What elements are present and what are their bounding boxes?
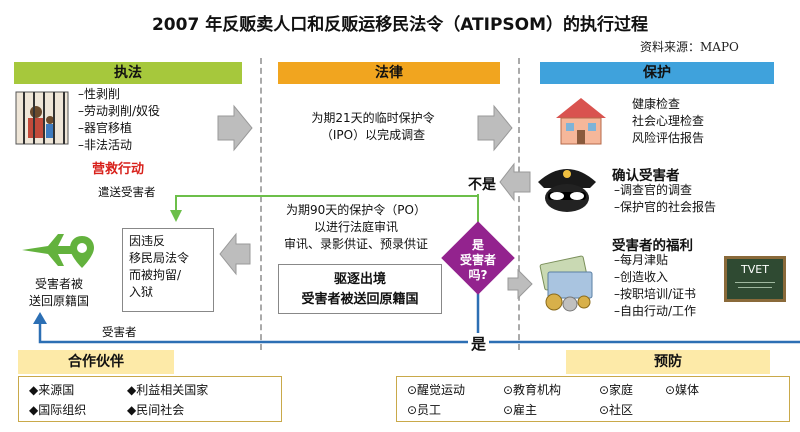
- enforcement-item: –劳动剥削/奴役: [78, 104, 161, 118]
- money-icon: [538, 254, 600, 318]
- yes-label: 是: [468, 333, 490, 354]
- victim-return-line: [38, 284, 480, 344]
- divider-left: [260, 58, 262, 350]
- ipo-line: 为期21天的临时保护令: [311, 111, 435, 125]
- decision-text: 是 受害者 吗?: [448, 238, 508, 283]
- prevention-row: ⊙醒觉运动 ⊙教育机构 ⊙家庭 ⊙媒体: [407, 381, 779, 398]
- partner-item: ◆来源国: [29, 383, 75, 397]
- deport-box: 驱逐出境 受害者被送回原籍国: [278, 264, 442, 314]
- violation-line: 因违反: [129, 234, 166, 248]
- violation-line: 而被拘留/: [129, 268, 182, 282]
- protection-item: 社会心理检查: [632, 114, 705, 128]
- enforcement-list: –性剥削 –劳动剥削/奴役 –器官移植 –非法活动: [78, 86, 160, 154]
- victim-home-line: 受害者被: [34, 277, 83, 291]
- decision-line: 受害者: [459, 253, 496, 267]
- partner-item: ◆国际组织: [29, 403, 87, 417]
- prevention-item: ⊙教育机构: [503, 383, 562, 397]
- deport-line: 驱逐出境: [333, 272, 386, 287]
- protection-list: 健康检查 社会心理检查 风险评估报告: [632, 96, 704, 147]
- partner-item: ◆利益相关国家: [127, 383, 209, 397]
- header-law: 法律: [278, 62, 500, 84]
- divider-right: [518, 58, 520, 350]
- confirm-item: –调查官的调查: [614, 183, 693, 197]
- no-label: 不是: [466, 174, 498, 194]
- ipo-text: 为期21天的临时保护令 （IPO）以完成调查: [278, 110, 468, 144]
- violation-line: 移民局法令: [129, 251, 190, 265]
- header-enforcement: 执法: [14, 62, 242, 84]
- po-text: 为期90天的保护令（PO） 以进行法庭审讯 审讯、录影供证、预录供证: [258, 202, 454, 253]
- house-icon: [552, 96, 610, 150]
- welfare-list: –每月津贴 –创造收入 –按职培训/证书 –自由行动/工作: [614, 252, 696, 320]
- welfare-item: –创造收入: [614, 270, 669, 284]
- decision-line: 是: [471, 238, 484, 252]
- source-credit: 资料来源：MAPO: [640, 40, 739, 54]
- tvet-board: TVET: [724, 256, 786, 302]
- arrow-left-nope: [499, 162, 531, 202]
- enforcement-item: –性剥削: [78, 87, 121, 101]
- po-line: 以进行法庭审讯: [313, 220, 398, 234]
- prevention-item: ⊙媒体: [665, 383, 700, 397]
- enforcement-item: –非法活动: [78, 138, 133, 152]
- prevention-row: ⊙员工 ⊙雇主 ⊙社区: [407, 401, 779, 418]
- prevention-item: ⊙醒觉运动: [407, 383, 466, 397]
- victim-return-arrowhead: [33, 312, 47, 324]
- police-icon: [532, 160, 602, 218]
- po-line: 审讯、录影供证、预录供证: [283, 237, 428, 251]
- arrow-right-1: [217, 104, 253, 152]
- victim-home-line: 送回原籍国: [28, 294, 89, 308]
- welfare-title: 受害者的福利: [612, 238, 693, 254]
- repatriate-arrowhead: [170, 210, 182, 222]
- prevention-box: ⊙醒觉运动 ⊙教育机构 ⊙家庭 ⊙媒体 ⊙员工 ⊙雇主 ⊙社区: [396, 376, 790, 422]
- tvet-underline: [738, 287, 772, 288]
- prevention-item: ⊙雇主: [503, 403, 538, 417]
- protection-item: 风险评估报告: [632, 131, 705, 145]
- confirm-item: –保护官的社会报告: [614, 200, 717, 214]
- prevention-item: ⊙员工: [407, 403, 442, 417]
- airplane-icon: [18, 230, 98, 274]
- partners-row: ◆国际组织 ◆民间社会: [29, 401, 271, 418]
- victim-home-text: 受害者被 送回原籍国: [4, 276, 114, 310]
- ipo-line: （IPO）以完成调查: [320, 128, 426, 142]
- victim-label: 受害者: [102, 325, 137, 339]
- enforcement-item: –器官移植: [78, 121, 133, 135]
- prevention-item: ⊙家庭: [599, 383, 634, 397]
- tvet-label: TVET: [741, 263, 769, 276]
- location-pin-icon: [62, 232, 102, 276]
- po-line: 为期90天的保护令（PO）: [286, 203, 426, 217]
- tvet-underline: [735, 282, 775, 283]
- welfare-item: –自由行动/工作: [614, 304, 697, 318]
- prevention-item: ⊙社区: [599, 403, 634, 417]
- repatriate-label: 遣送受害者: [98, 185, 156, 199]
- violation-line: 入狱: [129, 285, 154, 299]
- confirm-title: 确认受害者: [612, 168, 680, 184]
- arrow-right-2: [477, 104, 513, 152]
- header-protection: 保护: [540, 62, 774, 84]
- deport-line: 受害者被送回原籍国: [301, 292, 419, 307]
- prison-icon: [14, 90, 70, 146]
- confirm-list: –调查官的调查 –保护官的社会报告: [614, 182, 716, 216]
- partners-box: ◆来源国 ◆利益相关国家 ◆国际组织 ◆民间社会: [18, 376, 282, 422]
- violation-box: 因违反 移民局法令 而被拘留/ 入狱: [122, 228, 214, 312]
- welfare-item: –每月津贴: [614, 253, 669, 267]
- welfare-item: –按职培训/证书: [614, 287, 697, 301]
- partners-row: ◆来源国 ◆利益相关国家: [29, 381, 271, 398]
- page-title: 2007 年反贩卖人口和反贩运移民法令（ATIPSOM）的执行过程: [151, 15, 649, 35]
- arrow-left-po: [219, 232, 251, 276]
- partner-item: ◆民间社会: [127, 403, 185, 417]
- decision-line: 吗?: [468, 268, 488, 282]
- prevention-header: 预防: [566, 350, 770, 374]
- partners-header: 合作伙伴: [18, 350, 174, 374]
- rescue-label: 营救行动: [92, 162, 145, 177]
- protection-item: 健康检查: [632, 97, 681, 111]
- arrow-right-welfare: [507, 268, 533, 300]
